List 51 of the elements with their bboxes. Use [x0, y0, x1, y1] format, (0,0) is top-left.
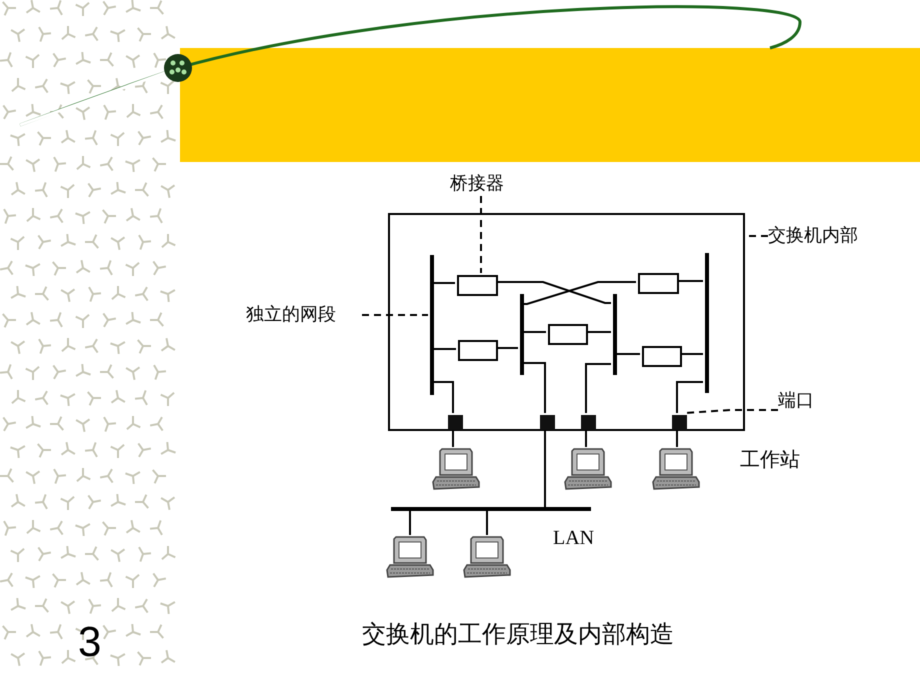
port-square: [540, 415, 555, 430]
bridge-box: [457, 275, 498, 296]
network-label: LAN: [553, 527, 594, 550]
connection-line: [452, 428, 454, 447]
connection-line: [680, 353, 703, 355]
segment-bar: [430, 255, 434, 395]
bridge-box: [642, 346, 682, 367]
switch-frame: [388, 213, 745, 431]
computer-icon: [463, 535, 511, 579]
connection-line: [544, 428, 546, 507]
callout-label: 交换机内部: [768, 224, 858, 248]
connection-line: [615, 353, 640, 355]
leader-line: [684, 409, 778, 414]
connection-line: [432, 381, 454, 413]
connection-line: [676, 428, 678, 447]
connection-line: [409, 511, 411, 535]
connection-line: [496, 281, 611, 304]
caption: 交换机的工作原理及内部构造: [362, 619, 674, 650]
connection-line: [522, 331, 546, 333]
computer-icon: [564, 447, 612, 491]
connection-line: [432, 282, 455, 284]
connection-line: [496, 347, 518, 349]
slide-number: 3: [78, 618, 102, 666]
port-square: [672, 415, 687, 430]
workstation-label: 工作站: [740, 446, 800, 473]
callout-label: 独立的网段: [246, 303, 336, 327]
segment-bar: [705, 253, 709, 393]
callout-label: 桥接器: [450, 172, 504, 196]
leader-line: [480, 196, 482, 273]
lan-bus-bar: [391, 507, 591, 511]
connection-line: [522, 281, 636, 305]
computer-icon: [386, 535, 434, 579]
port-square: [448, 415, 463, 430]
connection-line: [432, 348, 456, 350]
connection-line: [522, 362, 546, 413]
bridge-box: [638, 273, 679, 294]
computer-icon: [652, 447, 700, 491]
connection-line: [586, 331, 611, 333]
computer-icon: [432, 447, 480, 491]
callout-label: 端口: [778, 389, 814, 413]
bridge-box: [548, 324, 588, 345]
leader-line: [362, 314, 428, 316]
connection-line: [585, 363, 611, 413]
segment-bar: [520, 294, 524, 375]
connection-line: [676, 381, 703, 413]
connection-line: [677, 280, 703, 282]
segment-bar: [613, 294, 617, 375]
bridge-box: [458, 340, 498, 361]
port-square: [581, 415, 596, 430]
connection-line: [585, 428, 587, 447]
connection-line: [486, 511, 488, 535]
